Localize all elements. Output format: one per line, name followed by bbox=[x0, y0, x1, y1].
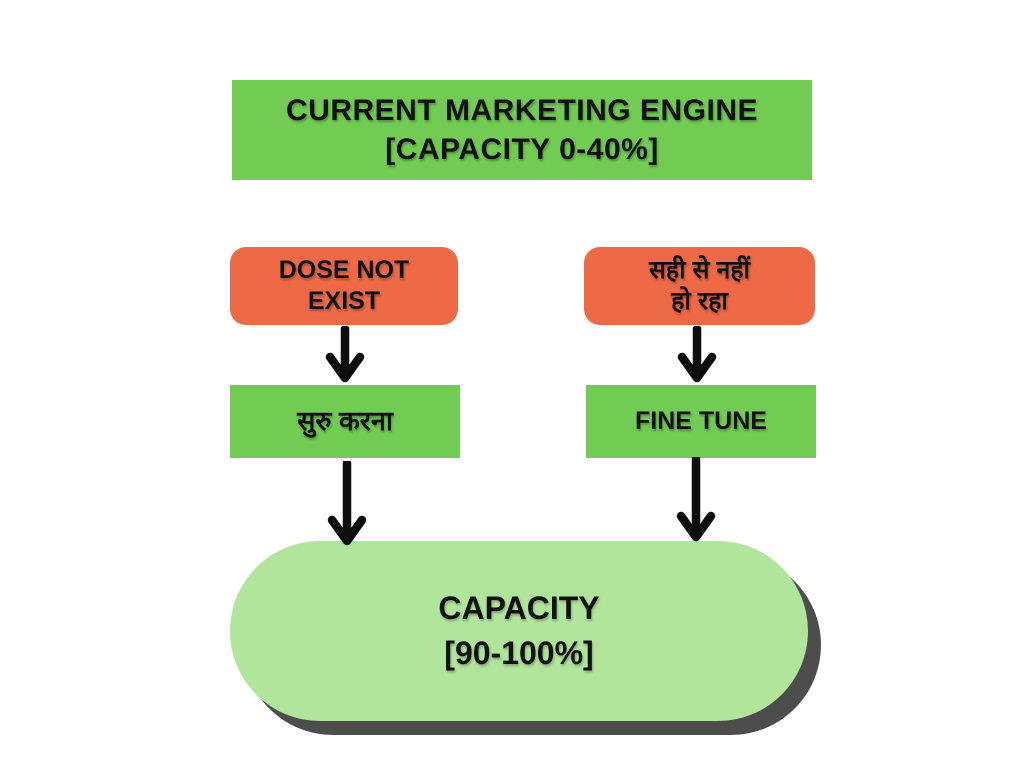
result-capacity-pill: CAPACITY [90-100%] bbox=[230, 541, 808, 721]
problem-box-left: DOSE NOT EXIST bbox=[230, 247, 458, 325]
arrow-down-icon bbox=[323, 326, 367, 384]
result-line-1: CAPACITY bbox=[438, 590, 600, 626]
arrow-down-icon bbox=[325, 461, 369, 547]
problem-box-right: सही से नहीं हो रहा bbox=[584, 247, 815, 325]
problem-left-line-2: EXIST bbox=[307, 287, 381, 315]
arrow-down-icon bbox=[674, 457, 718, 543]
title-line-1: CURRENT MARKETING ENGINE bbox=[285, 94, 758, 127]
action-left-label: सुरु करना bbox=[297, 406, 393, 436]
problem-right-line-2: हो रहा bbox=[671, 287, 728, 315]
title-line-2: [CAPACITY 0-40%] bbox=[385, 133, 659, 166]
action-box-left: सुरु करना bbox=[230, 385, 460, 458]
action-box-right: FINE TUNE bbox=[586, 385, 816, 458]
action-right-label: FINE TUNE bbox=[635, 407, 767, 435]
problem-left-line-1: DOSE NOT bbox=[278, 256, 410, 284]
problem-right-line-1: सही से नहीं bbox=[648, 256, 751, 284]
arrow-down-icon bbox=[675, 326, 719, 384]
result-line-2: [90-100%] bbox=[444, 635, 594, 671]
title-box: CURRENT MARKETING ENGINE [CAPACITY 0-40%… bbox=[232, 80, 812, 180]
